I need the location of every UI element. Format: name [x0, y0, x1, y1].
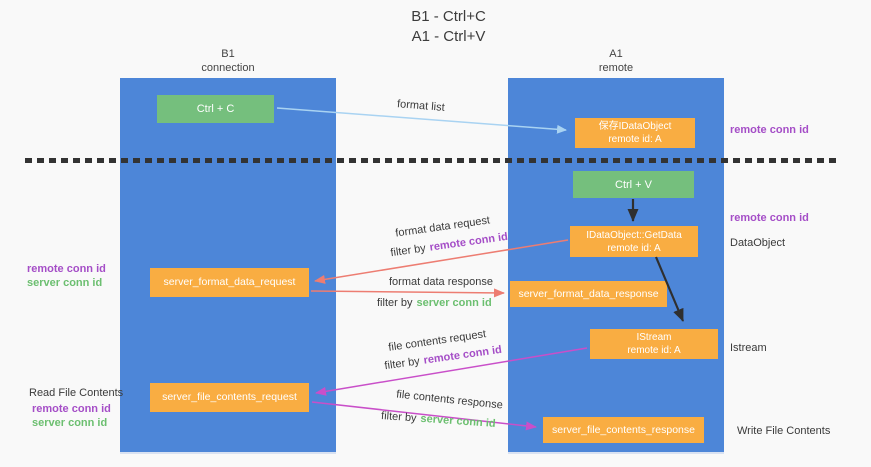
separator-dashed-line — [25, 158, 838, 163]
node-ctrl-v: Ctrl + V — [573, 171, 694, 198]
node-ctrl-c: Ctrl + C — [157, 95, 274, 123]
node-server-file-contents-request-label: server_file_contents_request — [162, 391, 297, 403]
diagram-title-line2: A1 - Ctrl+V — [411, 28, 486, 45]
node-getdata: IDataObject::GetData remote id: A — [570, 226, 698, 257]
label-server-conn-id-left-2: server conn id — [32, 417, 108, 429]
node-server-format-data-response: server_format_data_response — [510, 281, 667, 307]
node-getdata-line1: IDataObject::GetData — [586, 229, 682, 241]
label-read-file-contents: Read File Contents — [29, 387, 124, 399]
header-a1: A1 remote — [508, 47, 724, 75]
label-filter-by-3: filter by — [383, 355, 421, 373]
node-ctrl-c-label: Ctrl + C — [196, 103, 235, 115]
label-filter-by-2: filter by — [377, 297, 413, 309]
label-file-contents-response: file contents response — [396, 388, 504, 411]
label-remote-conn-id-left-2: remote conn id — [32, 403, 111, 415]
label-remote-conn-id-right-2: remote conn id — [730, 212, 809, 224]
label-istream-right: Istream — [730, 342, 767, 354]
label-filter-by-4: filter by — [380, 410, 417, 425]
node-save-dataobject: 保存IDataObject remote id: A — [575, 118, 695, 148]
label-remote-conn-id-right-1: remote conn id — [730, 124, 809, 136]
node-server-file-contents-response-label: server_file_contents_response — [551, 423, 695, 436]
label-server-conn-id-2: server conn id — [420, 412, 496, 430]
node-server-format-data-response-label: server_format_data_response — [518, 287, 659, 300]
label-format-data-response: format data response — [389, 276, 493, 288]
node-server-file-contents-response: server_file_contents_response — [543, 417, 704, 443]
label-remote-conn-id-1: remote conn id — [428, 230, 509, 254]
node-ctrl-v-label: Ctrl + V — [615, 178, 652, 191]
label-remote-conn-id-left-1: remote conn id — [27, 263, 106, 275]
label-dataobject: DataObject — [730, 237, 786, 249]
label-format-data-response-text: format data response — [389, 276, 493, 288]
label-format-list: format list — [397, 98, 445, 114]
header-b1-role: connection — [201, 62, 255, 74]
node-server-format-data-request-label: server_format_data_request — [163, 276, 296, 288]
header-a1-role: remote — [598, 62, 634, 74]
label-server-conn-id-1: server conn id — [416, 297, 492, 309]
node-server-file-contents-request: server_file_contents_request — [150, 383, 309, 412]
arrow-format-data-response — [310, 288, 505, 298]
node-istream-line1: IStream — [636, 332, 672, 343]
label-file-contents-response-text: file contents response — [395, 388, 504, 412]
node-getdata-line2: remote id: A — [607, 242, 661, 254]
label-server-conn-id-left-1: server conn id — [27, 277, 103, 289]
node-istream-line2: remote id: A — [627, 345, 681, 356]
header-b1-name: B1 — [221, 48, 235, 60]
label-format-list-text: format list — [396, 98, 446, 114]
diagram-title-line1: B1 - Ctrl+C — [411, 8, 486, 25]
label-write-file-contents: Write File Contents — [737, 425, 831, 437]
header-a1-name: A1 — [609, 48, 623, 60]
node-server-format-data-request: server_format_data_request — [150, 268, 309, 297]
header-b1: B1 connection — [120, 47, 336, 75]
label-filter-by-1: filter by — [389, 242, 427, 260]
node-istream: IStream remote id: A — [590, 329, 718, 359]
node-save-dataobject-line2: remote id: A — [608, 134, 662, 145]
node-save-dataobject-line1: 保存IDataObject — [598, 121, 672, 132]
